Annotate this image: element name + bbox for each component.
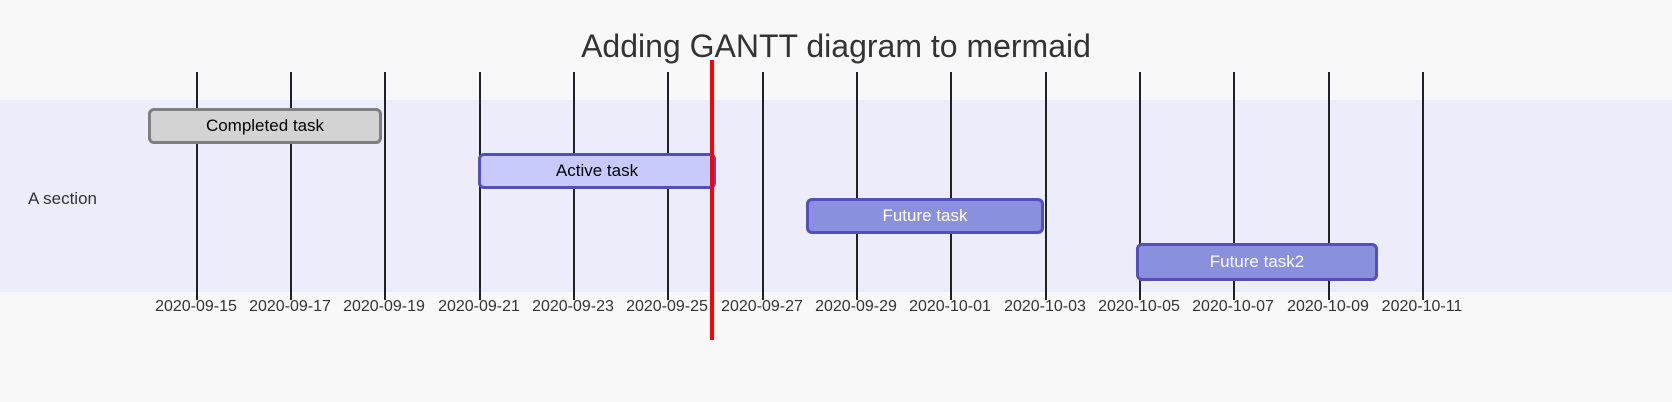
grid-line <box>384 72 386 300</box>
task-bar[interactable]: Completed task <box>148 108 382 144</box>
task-bar-label: Active task <box>555 161 639 180</box>
grid-line <box>856 72 858 300</box>
grid-line <box>196 72 198 300</box>
axis-tick-label: 2020-10-01 <box>909 298 991 315</box>
axis-tick-label: 2020-09-19 <box>343 298 425 315</box>
grid-line <box>1422 72 1424 300</box>
axis-tick-label: 2020-09-17 <box>249 298 331 315</box>
axis-tick-label: 2020-09-29 <box>815 298 897 315</box>
grid-line <box>1045 72 1047 300</box>
task-bar-label: Future task <box>882 206 968 225</box>
today-marker-line <box>710 60 714 340</box>
task-bar[interactable]: Future task2 <box>1136 243 1378 281</box>
grid-line <box>762 72 764 300</box>
axis-tick-label: 2020-10-11 <box>1381 298 1463 315</box>
axis-tick-label: 2020-10-05 <box>1098 298 1180 315</box>
grid-line <box>290 72 292 300</box>
axis-tick-label: 2020-09-15 <box>155 298 237 315</box>
axis-tick-label: 2020-10-09 <box>1287 298 1369 315</box>
grid-line <box>1233 72 1235 300</box>
grid-line <box>950 72 952 300</box>
axis-tick-label: 2020-10-07 <box>1192 298 1274 315</box>
grid-line <box>1139 72 1141 300</box>
section-title: A section <box>28 189 97 208</box>
axis-tick-label: 2020-10-03 <box>1004 298 1086 315</box>
chart-title: Adding GANTT diagram to mermaid <box>581 28 1091 64</box>
task-bar-label: Completed task <box>205 116 325 135</box>
task-bar-label: Future task2 <box>1209 252 1305 271</box>
task-bar[interactable]: Future task <box>806 198 1044 234</box>
grid-line <box>1328 72 1330 300</box>
axis-tick-label: 2020-09-23 <box>532 298 614 315</box>
task-bar[interactable]: Active task <box>478 153 716 189</box>
axis-tick-label: 2020-09-21 <box>438 298 520 315</box>
axis-tick-label: 2020-09-25 <box>626 298 708 315</box>
axis-tick-label: 2020-09-27 <box>721 298 803 315</box>
